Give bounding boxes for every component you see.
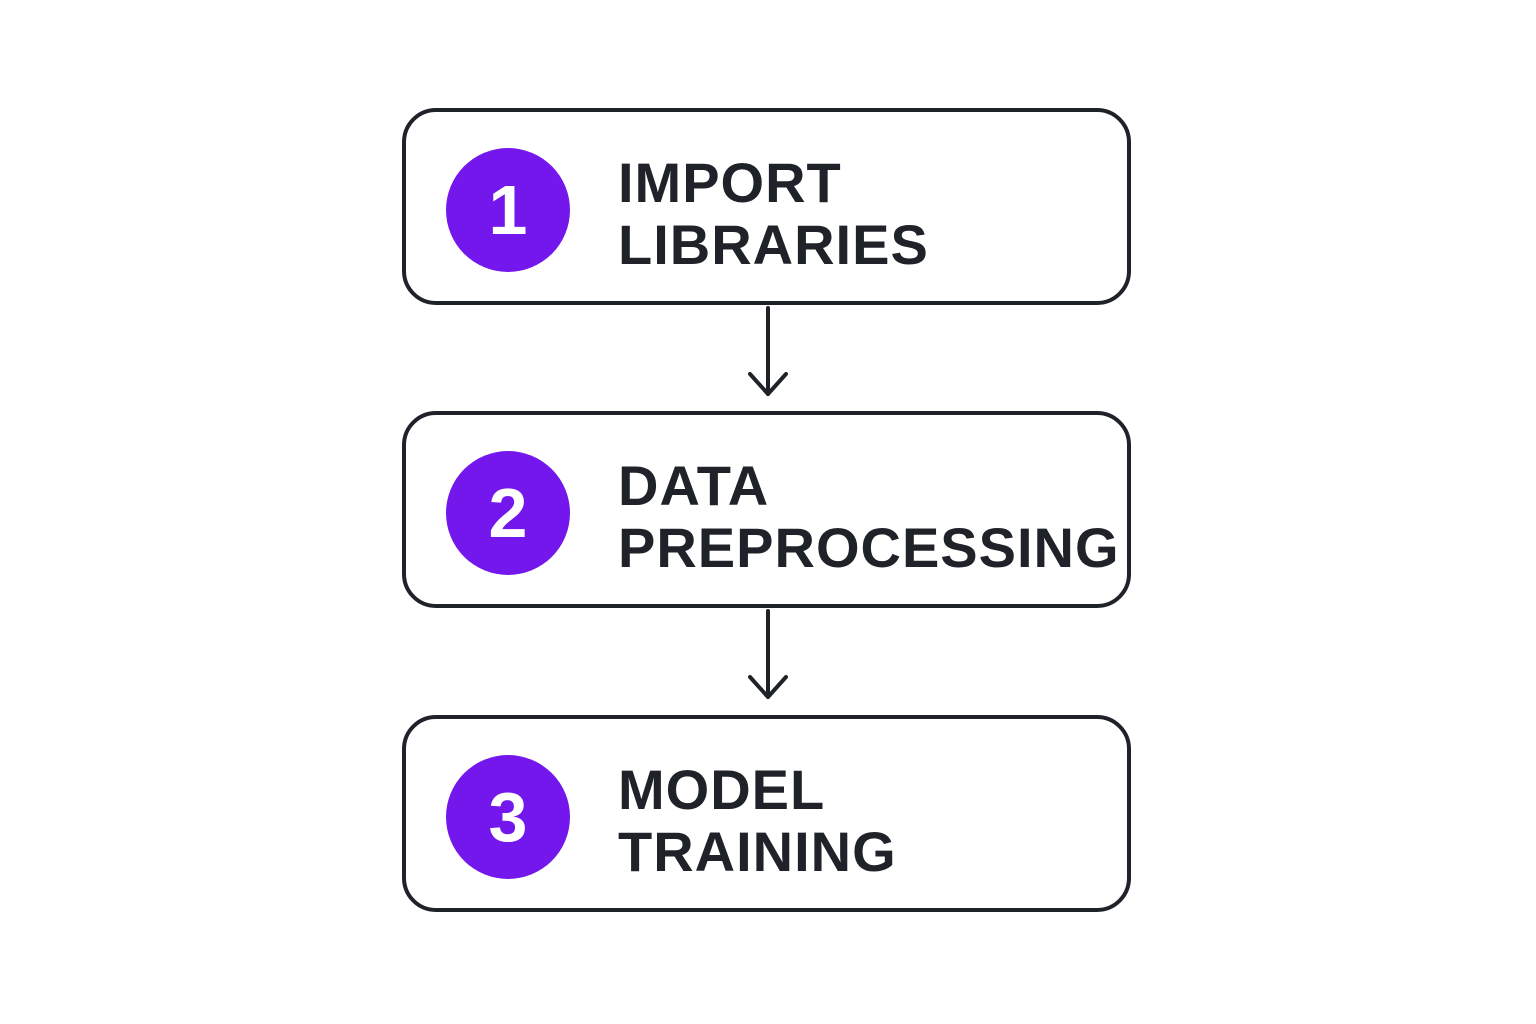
step-label-line: PREPROCESSING [618,516,1120,579]
step-data-preprocessing: 2 DATA PREPROCESSING [402,411,1131,608]
step-label-line: LIBRARIES [618,213,929,276]
arrow-down-icon [748,609,788,699]
step-label: IMPORT LIBRARIES [618,152,1118,276]
step-label: DATA PREPROCESSING [618,454,1120,579]
step-label-line: IMPORT [618,151,842,214]
arrow-down-icon [748,306,788,396]
step-import-libraries: 1 IMPORT LIBRARIES [402,108,1131,305]
step-label-line: TRAINING [618,820,897,883]
step-number-badge: 3 [446,755,570,879]
step-model-training: 3 MODEL TRAINING [402,715,1131,912]
step-label-line: DATA [618,454,770,517]
step-number-badge: 1 [446,148,570,272]
step-number-badge: 2 [446,451,570,575]
step-label: MODEL TRAINING [618,759,1118,883]
step-label-line: MODEL [618,758,826,821]
